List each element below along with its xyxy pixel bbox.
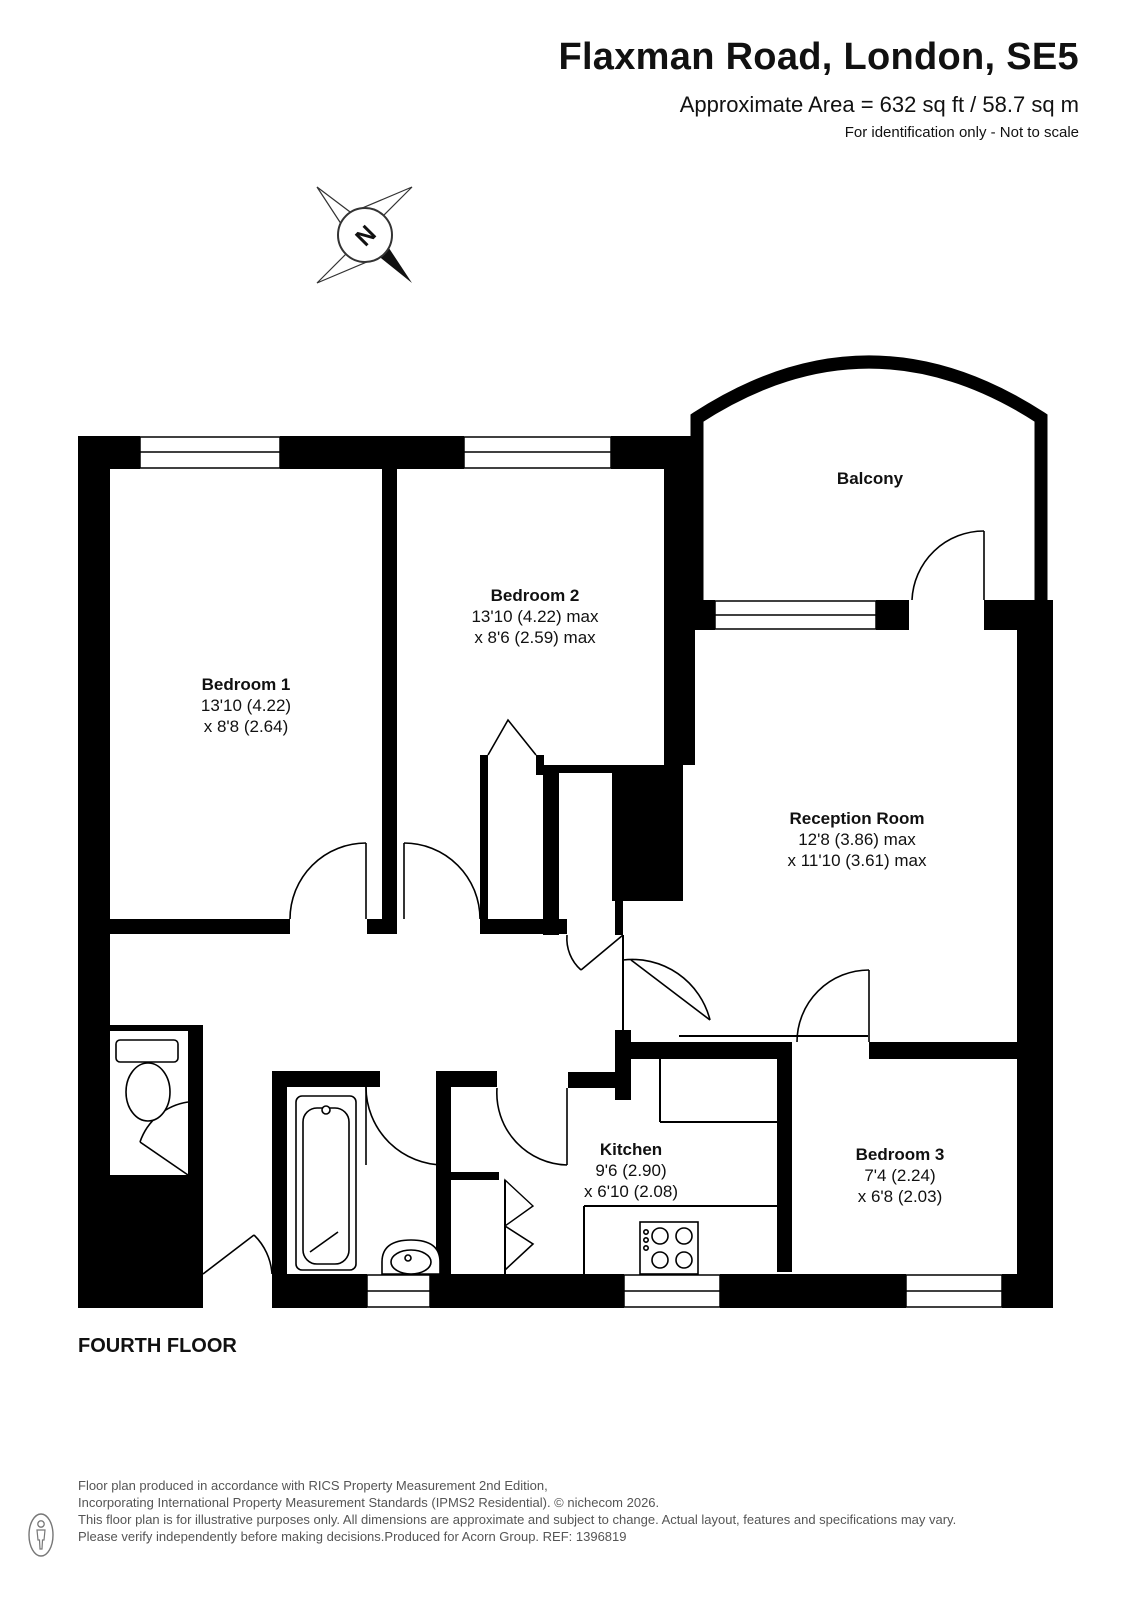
room-dimension: 13'10 (4.22) — [200, 696, 292, 715]
room-bedroom-1: Bedroom 1 13'10 (4.22) x 8'8 (2.64) — [163, 674, 329, 737]
footer-line: This floor plan is for illustrative purp… — [78, 1512, 957, 1527]
room-name: Balcony — [836, 469, 904, 488]
room-name: Bedroom 3 — [855, 1145, 945, 1164]
room-name: Kitchen — [599, 1140, 663, 1159]
windows — [139, 436, 1003, 1308]
footer-line: Incorporating International Property Mea… — [78, 1495, 660, 1510]
hob-icon — [639, 1221, 699, 1275]
approximate-area: Approximate Area = 632 sq ft / 58.7 sq m — [679, 92, 1079, 117]
room-name: Bedroom 2 — [490, 586, 580, 605]
room-dimension: x 8'8 (2.64) — [203, 717, 289, 736]
room-balcony: Balcony — [810, 468, 930, 489]
toilet-icon — [115, 1039, 179, 1122]
room-bedroom-2: Bedroom 2 13'10 (4.22) max x 8'6 (2.59) … — [445, 585, 625, 648]
room-dimension: 7'4 (2.24) — [864, 1166, 936, 1185]
balcony-outline — [690, 355, 1048, 608]
room-dimension: 12'8 (3.86) max — [798, 830, 916, 849]
room-dimension: x 6'8 (2.03) — [857, 1187, 943, 1206]
room-bedroom-3: Bedroom 3 7'4 (2.24) x 6'8 (2.03) — [830, 1144, 970, 1207]
person-icon — [28, 1513, 54, 1557]
property-title: Flaxman Road, London, SE5 — [558, 36, 1079, 78]
footer-line: Floor plan produced in accordance with R… — [78, 1478, 548, 1493]
footer-disclaimer: Floor plan produced in accordance with R… — [78, 1477, 956, 1545]
walls — [78, 436, 1053, 1308]
room-reception: Reception Room 12'8 (3.86) max x 11'10 (… — [752, 808, 962, 871]
room-dimension: 13'10 (4.22) max — [471, 607, 599, 626]
footer-line: Please verify independently before makin… — [78, 1529, 627, 1544]
room-dimension: 9'6 (2.90) — [595, 1161, 667, 1180]
room-dimension: x 6'10 (2.08) — [584, 1182, 678, 1201]
compass-icon: N — [316, 186, 413, 284]
scale-note: For identification only - Not to scale — [844, 124, 1079, 141]
basin-icon — [381, 1239, 441, 1275]
room-kitchen: Kitchen 9'6 (2.90) x 6'10 (2.08) — [561, 1139, 701, 1202]
bathtub-icon — [295, 1095, 357, 1271]
room-dimension: x 11'10 (3.61) max — [787, 851, 927, 870]
room-name: Reception Room — [789, 809, 925, 828]
floor-label: FOURTH FLOOR — [78, 1335, 237, 1357]
doors — [139, 530, 985, 1275]
room-name: Bedroom 1 — [201, 675, 291, 694]
room-dimension: x 8'6 (2.59) max — [474, 628, 596, 647]
